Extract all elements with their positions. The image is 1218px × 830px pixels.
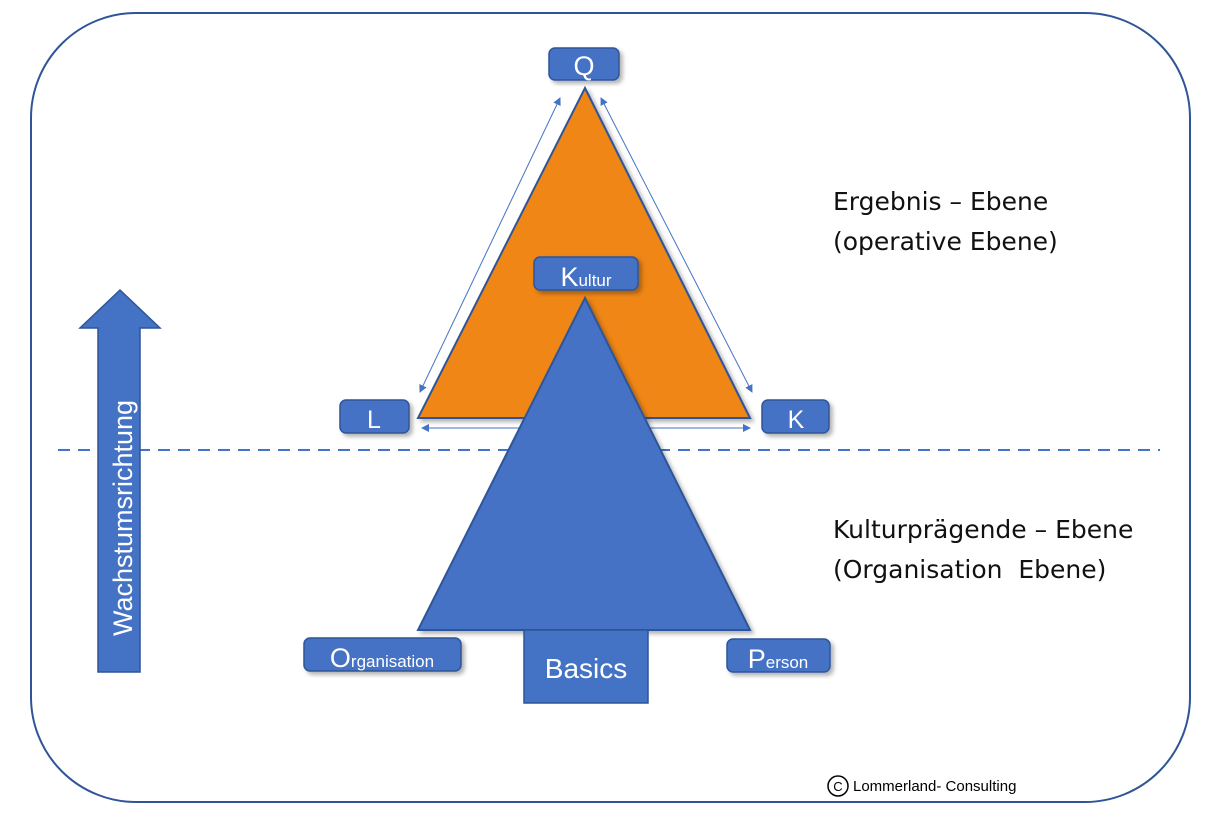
- svg-text:Organisation: Organisation: [330, 643, 434, 673]
- growth-arrow: Wachstumsrichtung: [78, 288, 162, 673]
- frame: [30, 12, 1191, 803]
- basics-label: Basics: [545, 653, 627, 684]
- svg-text:C: C: [833, 779, 842, 794]
- lower-level-subtitle: (Organisation Ebene): [833, 555, 1106, 584]
- box-organisation: Organisation: [303, 637, 462, 673]
- svg-text:Kultur: Kultur: [560, 262, 611, 292]
- box-person: Person: [726, 638, 831, 674]
- box-kultur: Kultur: [533, 256, 639, 292]
- box-l: L: [339, 399, 410, 434]
- svg-text:Q: Q: [573, 51, 594, 81]
- svg-text:Person: Person: [748, 644, 809, 674]
- svg-text:K: K: [788, 406, 805, 434]
- basics-trunk: [523, 629, 649, 704]
- copyright-text: Lommerland- Consulting: [853, 778, 1016, 795]
- lower-level-title: Kulturprägende – Ebene: [833, 515, 1133, 544]
- arrow-q-k: [600, 97, 753, 393]
- copyright-icon: [827, 775, 849, 797]
- svg-text:L: L: [367, 406, 381, 434]
- upper-level-subtitle: (operative Ebene): [833, 227, 1058, 256]
- arrow-q-l: [419, 97, 561, 393]
- upper-level-title: Ergebnis – Ebene: [833, 187, 1048, 216]
- box-q: Q: [548, 47, 620, 81]
- box-k: K: [761, 399, 830, 434]
- copyright: C Lommerland- Consulting: [827, 775, 1016, 797]
- growth-label: Wachstumsrichtung: [108, 400, 138, 636]
